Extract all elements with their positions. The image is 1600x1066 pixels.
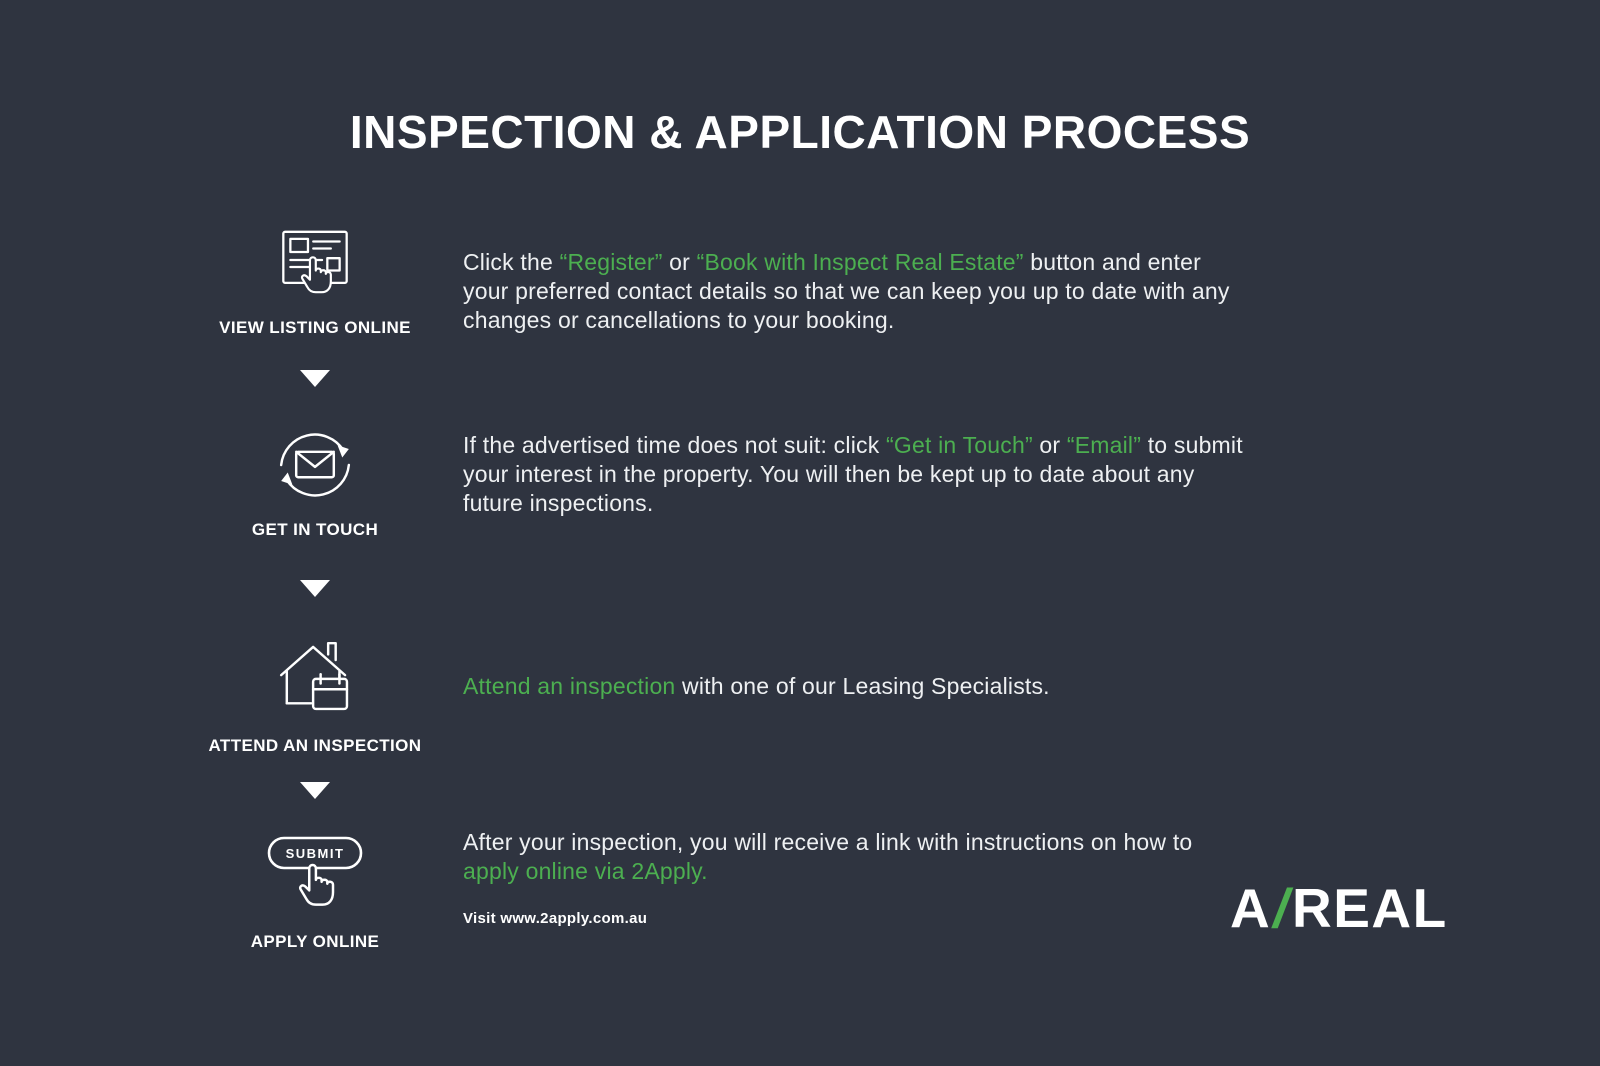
brand-logo: A/REAL <box>1230 876 1448 940</box>
desc-text: button and enter your preferred contact … <box>463 249 1230 333</box>
step-description-view-listing: Click the “Register” or “Book with Inspe… <box>463 248 1253 335</box>
desc-highlight: “Get in Touch” <box>886 432 1033 458</box>
step-get-in-touch: GET IN TOUCH <box>165 418 465 540</box>
desc-highlight: “Book with Inspect Real Estate” <box>696 249 1024 275</box>
desc-text: or <box>662 249 697 275</box>
desc-highlight: “Email” <box>1066 432 1142 458</box>
desc-text: If the advertised time does not suit: cl… <box>463 432 886 458</box>
flow-down-arrow-icon <box>300 580 330 597</box>
desc-text: with one of our Leasing Specialists. <box>675 673 1050 699</box>
step-label: APPLY ONLINE <box>250 932 380 951</box>
desc-text: to submit your interest in the property.… <box>463 432 1243 516</box>
flow-down-arrow-icon <box>300 370 330 387</box>
step-apply-online: SUBMIT APPLY ONLINE <box>165 834 465 952</box>
desc-highlight: Attend an inspection <box>463 673 676 699</box>
step-description-get-in-touch: If the advertised time does not suit: cl… <box>463 431 1253 518</box>
step-description-apply-online: After your inspection, you will receive … <box>463 828 1253 886</box>
submit-button-cursor-icon: SUBMIT <box>165 834 465 920</box>
envelope-sync-icon <box>165 418 465 512</box>
desc-text: Click the <box>463 249 560 275</box>
submit-button-label: SUBMIT <box>286 846 345 861</box>
desc-highlight: apply online via 2Apply. <box>463 858 708 884</box>
house-calendar-icon <box>165 630 465 724</box>
flow-down-arrow-icon <box>300 782 330 799</box>
page-title: INSPECTION & APPLICATION PROCESS <box>349 105 1251 158</box>
desc-text: After your inspection, you will receive … <box>463 829 1193 855</box>
step-description-attend-inspection: Attend an inspection with one of our Lea… <box>463 672 1253 701</box>
footnote-visit-url: Visit www.2apply.com.au <box>463 910 648 927</box>
desc-highlight: “Register” <box>559 249 663 275</box>
step-label: VIEW LISTING ONLINE <box>219 318 411 337</box>
step-label: GET IN TOUCH <box>251 520 379 539</box>
logo-word-real: REAL <box>1292 877 1448 939</box>
logo-slash-icon: / <box>1273 877 1291 939</box>
step-view-listing-online: VIEW LISTING ONLINE <box>165 226 465 338</box>
logo-letter-a: A <box>1230 877 1272 939</box>
listing-cursor-icon <box>165 226 465 308</box>
step-label: ATTEND AN INSPECTION <box>208 736 422 755</box>
step-attend-inspection: ATTEND AN INSPECTION <box>165 630 465 756</box>
desc-text: or <box>1032 432 1067 458</box>
